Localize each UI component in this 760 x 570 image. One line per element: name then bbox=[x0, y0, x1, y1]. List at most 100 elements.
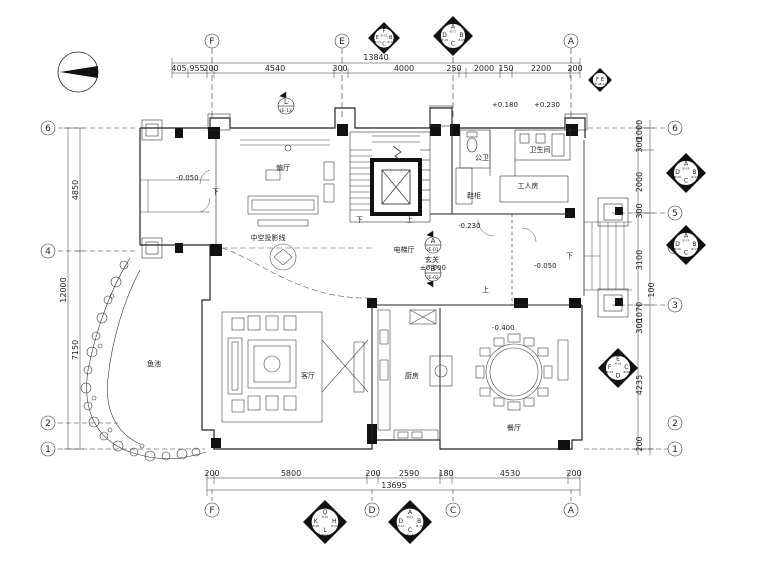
elevation-tag-letter: D bbox=[616, 372, 621, 379]
right-dim-7: 1070 bbox=[635, 302, 644, 322]
single-tag-letter-1: L bbox=[284, 98, 288, 106]
elevation-tag-code: IE-21 bbox=[691, 175, 698, 179]
elevation-tag-code: IE-06 bbox=[381, 47, 388, 51]
single-tag-letter-3: B bbox=[431, 265, 436, 273]
top-dim-6: 4000 bbox=[394, 64, 414, 73]
bottom-dim-7: 200 bbox=[566, 469, 581, 478]
elevation-tag-letter: B bbox=[692, 169, 696, 176]
level-mark-6: +0.230 bbox=[534, 101, 560, 109]
pillar-bases bbox=[141, 105, 629, 318]
room-shoe-cabinet: 鞋柜 bbox=[467, 191, 481, 200]
elevation-tag-code: IE-05 bbox=[623, 370, 630, 374]
top-dim-1: 405 bbox=[171, 64, 186, 73]
elevation-tag-letter: F bbox=[383, 28, 386, 34]
top-overall-dim: 13840 bbox=[363, 53, 388, 62]
axis-bottom-C: C bbox=[450, 506, 456, 516]
axis-left-2: 2 bbox=[45, 419, 51, 429]
elevation-tag-code: IE-03 bbox=[615, 362, 622, 366]
elevation-tag-code: IE-11 bbox=[450, 46, 457, 50]
elevation-tag-letter: A bbox=[684, 161, 689, 168]
bathroom-fixtures bbox=[455, 129, 571, 205]
elevation-tag-letter: C bbox=[382, 42, 386, 48]
dining-furniture bbox=[475, 333, 569, 411]
room-side-hall: 偏厅 bbox=[276, 163, 290, 172]
elevation-index-tags: FIE-22EIE-23BIE-02CIE-06AIE-17DIE-18BIE-… bbox=[303, 16, 706, 544]
elevation-tag-letter: D bbox=[442, 32, 447, 39]
level-mark-3: -0.050 bbox=[534, 262, 557, 270]
top-dim-4: 4540 bbox=[265, 64, 285, 73]
elevation-tag-letter: C bbox=[624, 364, 628, 371]
elevation-tag-letter: A bbox=[408, 509, 413, 516]
elevation-tag-letter: D bbox=[398, 518, 403, 525]
structural-columns bbox=[175, 124, 623, 450]
right-dim-3: 2000 bbox=[635, 172, 644, 192]
kitchen-fixtures bbox=[377, 309, 453, 441]
elevation-tag-letter: H bbox=[332, 518, 337, 525]
void-projection bbox=[221, 243, 373, 299]
elevation-tag-code: IE-08 bbox=[312, 524, 319, 528]
right-dim-1: 1000 bbox=[635, 120, 644, 140]
elevation-tag-letter: C bbox=[408, 527, 412, 534]
top-dim-5: 300 bbox=[332, 64, 347, 73]
right-dim-4: 300 bbox=[635, 203, 644, 218]
left-terrace-steps bbox=[140, 179, 210, 213]
door-swings bbox=[199, 169, 537, 243]
bottom-dimension-chain bbox=[206, 472, 581, 496]
level-mark-7: -0.230 bbox=[458, 222, 481, 230]
axis-bottom-D: D bbox=[369, 506, 376, 516]
elevation-tag-letter: C bbox=[451, 40, 455, 47]
room-public-wc: 公卫 bbox=[475, 154, 489, 162]
elevation-tag-letter: A bbox=[684, 233, 689, 240]
elevation-tag-letter: B bbox=[417, 518, 421, 525]
elevation-tag-code: IE-02 bbox=[387, 40, 394, 44]
elevation-tag-code: IE-12 bbox=[683, 255, 690, 259]
right-dim-9: 4235 bbox=[635, 375, 644, 395]
room-fish-pond: 鱼池 bbox=[147, 359, 161, 368]
top-dim-3: 200 bbox=[203, 64, 218, 73]
top-dim-11: 200 bbox=[567, 64, 582, 73]
exterior-walls bbox=[139, 107, 586, 450]
elevation-tag-code: IE-09 bbox=[458, 38, 465, 42]
elevation-tag-letter: B bbox=[459, 32, 463, 39]
single-tag-letter-2: A bbox=[431, 237, 436, 245]
axis-right-2: 2 bbox=[672, 419, 678, 429]
room-dining: 餐厅 bbox=[507, 423, 521, 432]
left-dim-2: 7150 bbox=[71, 340, 80, 360]
elevation-tag-letter: E bbox=[601, 77, 604, 83]
axis-top-F: F bbox=[209, 37, 214, 47]
left-overall-dim: 12000 bbox=[59, 277, 68, 302]
elevation-tag-code: IE-22 bbox=[381, 33, 388, 37]
right-dim-6: 100 bbox=[647, 282, 656, 297]
elevation-tag-letter: K bbox=[314, 518, 319, 525]
room-living: 客厅 bbox=[301, 371, 315, 380]
top-axis-bubbles bbox=[204, 33, 579, 120]
elevation-tag-code: IE-12 bbox=[397, 524, 404, 528]
elevation-tag-code: IE-14 bbox=[407, 533, 414, 537]
elevation-tag-code: IE-18 bbox=[441, 38, 448, 42]
axis-right-5: 5 bbox=[672, 209, 678, 219]
top-dim-7: 250 bbox=[446, 64, 461, 73]
elevation-tag-letter: Q bbox=[323, 509, 328, 516]
axis-bottom-A: A bbox=[568, 506, 575, 516]
room-maid: 工人房 bbox=[518, 181, 539, 190]
axis-right-3: 3 bbox=[672, 301, 678, 311]
side-hall-furniture bbox=[240, 139, 335, 227]
elevator-shaft bbox=[370, 158, 422, 216]
elevation-tag-letter: F bbox=[596, 77, 599, 83]
level-mark-1: -0.050 bbox=[176, 174, 199, 182]
left-axis-bubbles bbox=[40, 120, 56, 457]
single-tag-code-1: IE-13 bbox=[280, 108, 292, 114]
single-section-tags bbox=[277, 91, 442, 288]
bottom-dim-5: 180 bbox=[438, 469, 453, 478]
elevation-tag-letter: D bbox=[675, 169, 680, 176]
elevation-tag-code: IE-19 bbox=[683, 167, 690, 171]
bottom-overall-dim: 13695 bbox=[381, 481, 406, 490]
axis-left-1: 1 bbox=[45, 445, 51, 455]
elevation-tag-code: IE-17 bbox=[450, 30, 457, 34]
